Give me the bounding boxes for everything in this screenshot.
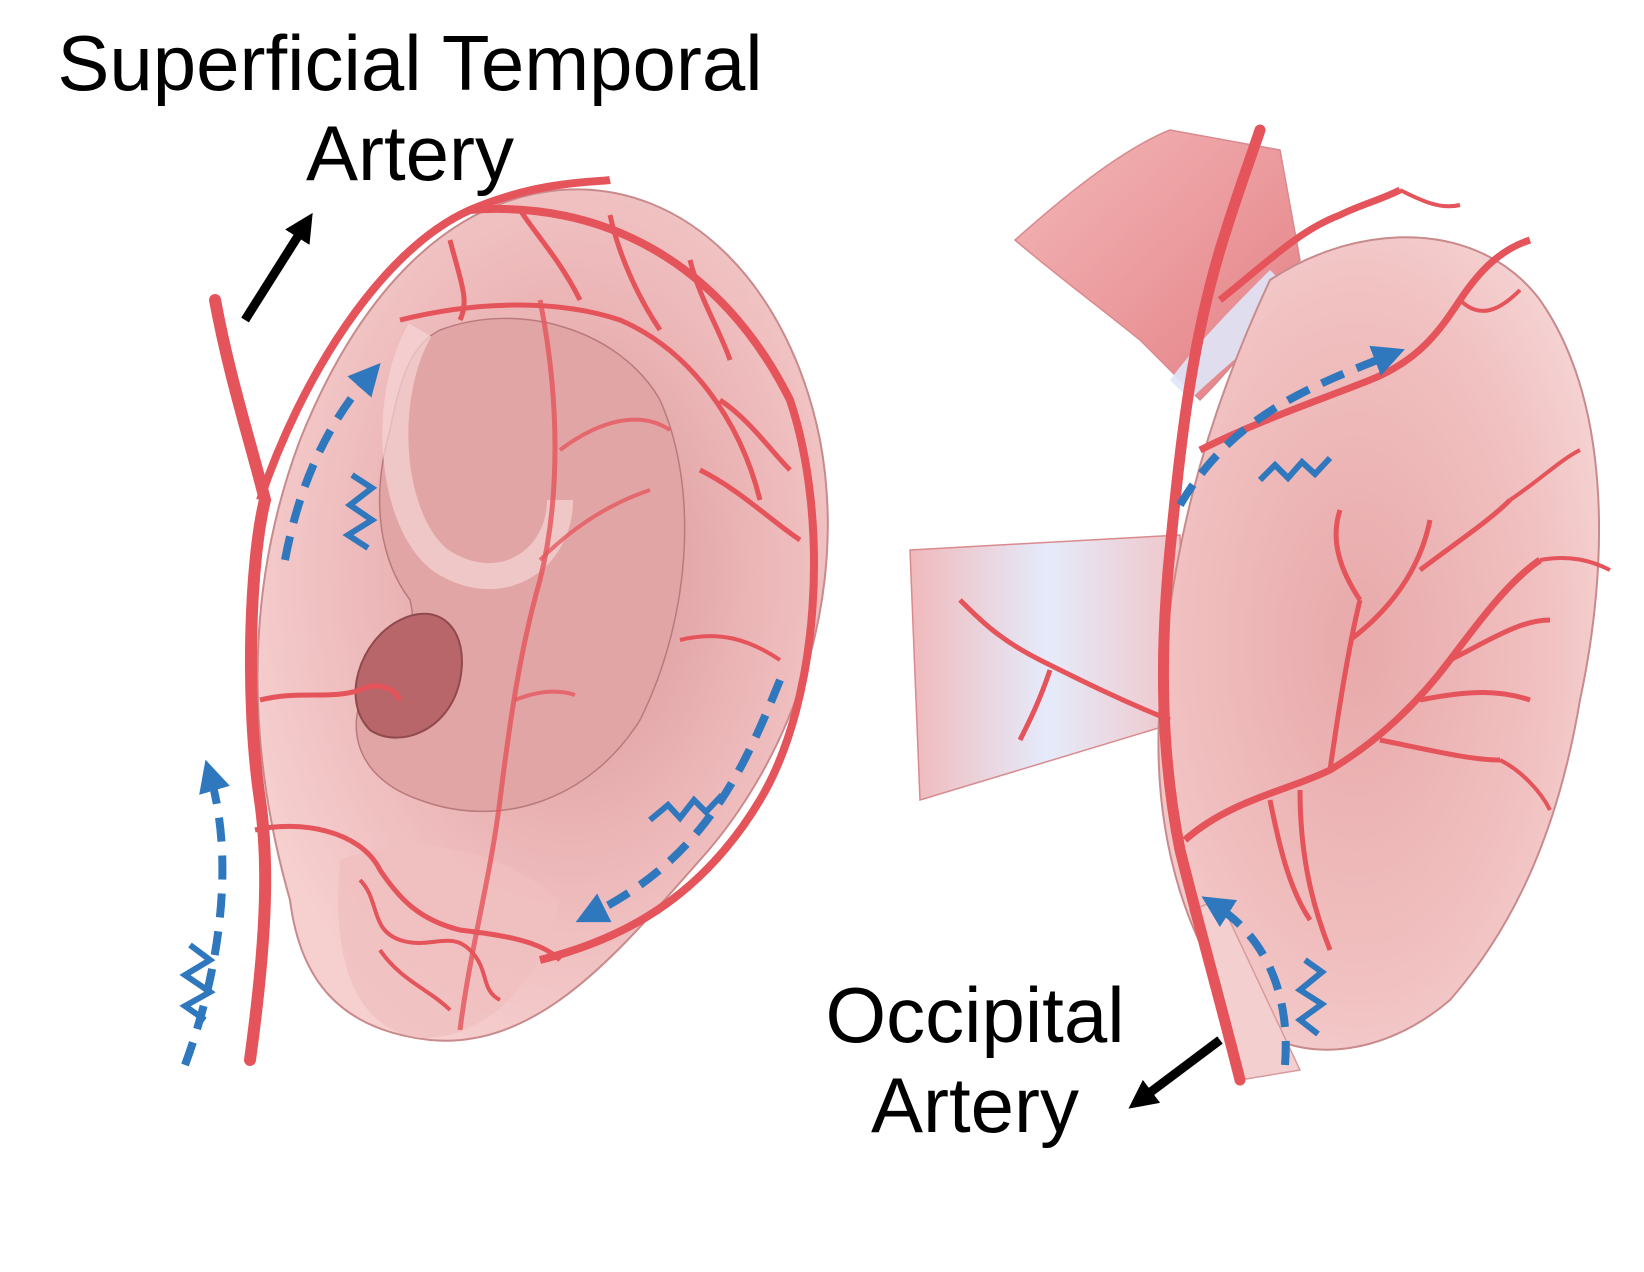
left-ear-canal xyxy=(354,612,463,739)
pointer-arrows xyxy=(241,212,1223,1109)
blood-flow-arrow xyxy=(1176,345,1405,508)
blood-flow-arrow xyxy=(1201,896,1290,1066)
pulse-zigzag-icon xyxy=(1294,957,1328,1037)
pulse-zigzag-icon xyxy=(648,792,725,823)
superficial-temporal-label-line2: Artery xyxy=(305,109,515,197)
posterior-auricular-artery xyxy=(1157,124,1266,1086)
pulse-zigzag-icon xyxy=(342,472,378,551)
temporal-pointer-arrow xyxy=(241,212,313,323)
lateral-ear-view xyxy=(209,176,829,1066)
superficial-temporal-artery-label: Superficial Temporal Artery xyxy=(0,18,820,198)
pulse-zigzag-icon xyxy=(1257,455,1333,483)
occipital-label-line2: Artery xyxy=(870,1061,1080,1149)
blood-flow-arrow xyxy=(181,759,230,1067)
pulse-markers xyxy=(179,455,1333,1037)
occipital-label-line1: Occipital xyxy=(825,971,1125,1059)
auricularis-posterior-muscle xyxy=(909,534,1186,801)
blood-flow-arrows xyxy=(181,345,1405,1067)
posterior-ear-view xyxy=(909,124,1611,1086)
superficial-temporal-label-line1: Superficial Temporal xyxy=(57,19,763,107)
occipital-pointer-arrow xyxy=(1128,1036,1223,1109)
superficial-temporal-artery xyxy=(209,294,272,1066)
blood-flow-arrow xyxy=(575,678,784,923)
occipital-artery-label: Occipital Artery xyxy=(745,970,1205,1150)
pulse-zigzag-icon xyxy=(179,942,216,1023)
